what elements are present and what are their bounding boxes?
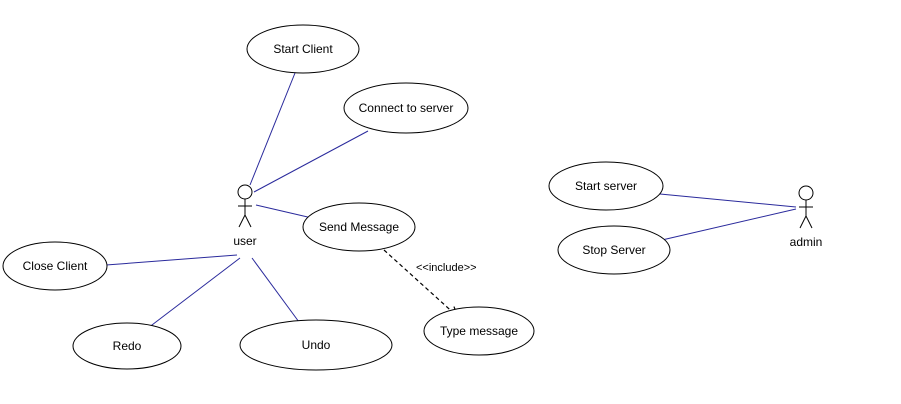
use-case-stop-server-shape — [557, 225, 671, 275]
use-case-undo-shape — [239, 319, 393, 371]
include-dependency-arrow — [383, 249, 458, 317]
use-case-stop-server[interactable]: Stop Server — [557, 225, 671, 275]
use-case-connect-to-server-label: Connect to server — [359, 101, 454, 115]
use-case-start-server-shape — [548, 161, 664, 211]
actor-admin-head — [798, 185, 814, 201]
actor-admin-right-leg — [805, 215, 813, 229]
use-case-close-client-label: Close Client — [23, 259, 88, 273]
actor-user-right-leg — [244, 214, 252, 228]
actor-user-head — [237, 184, 253, 200]
association-user-send-message — [255, 204, 313, 219]
actor-user[interactable] — [237, 184, 253, 228]
use-case-type-message[interactable]: Type message — [423, 306, 535, 356]
association-user-undo — [251, 257, 300, 323]
actor-admin-left-leg — [799, 215, 807, 229]
use-case-start-client-label: Start Client — [273, 42, 333, 56]
actor-admin-label: admin — [790, 235, 823, 249]
use-case-close-client[interactable]: Close Client — [2, 241, 108, 291]
association-user-close-client — [105, 254, 238, 266]
use-case-send-message[interactable]: Send Message — [302, 202, 416, 252]
use-case-undo[interactable]: Undo — [239, 319, 393, 371]
actor-user-left-leg — [238, 214, 246, 228]
use-case-type-message-shape — [423, 306, 535, 356]
use-case-close-client-shape — [2, 241, 108, 291]
user-associations — [105, 72, 369, 329]
actor-user-label: user — [233, 234, 256, 248]
use-case-redo[interactable]: Redo — [72, 322, 182, 370]
association-admin-stop-server — [661, 208, 797, 241]
use-case-undo-label: Undo — [302, 338, 331, 352]
use-case-stop-server-label: Stop Server — [582, 243, 645, 257]
use-case-send-message-shape — [302, 202, 416, 252]
use-case-send-message-label: Send Message — [319, 220, 399, 234]
association-user-connect-to-server — [253, 130, 369, 193]
use-case-redo-label: Redo — [113, 339, 142, 353]
association-user-redo — [147, 257, 241, 329]
use-case-start-server-label: Start server — [575, 179, 637, 193]
include-stereotype-label: <<include>> — [416, 262, 477, 274]
use-case-type-message-label: Type message — [440, 324, 518, 338]
use-case-start-client[interactable]: Start Client — [246, 24, 360, 74]
use-case-connect-to-server-shape — [343, 82, 469, 134]
use-case-connect-to-server[interactable]: Connect to server — [343, 82, 469, 134]
association-user-start-client — [249, 72, 296, 186]
admin-associations — [659, 193, 797, 241]
association-admin-start-server — [659, 193, 797, 208]
use-case-start-server[interactable]: Start server — [548, 161, 664, 211]
use-case-start-client-shape — [246, 24, 360, 74]
actor-admin[interactable] — [798, 185, 814, 229]
use-case-redo-shape — [72, 322, 182, 370]
